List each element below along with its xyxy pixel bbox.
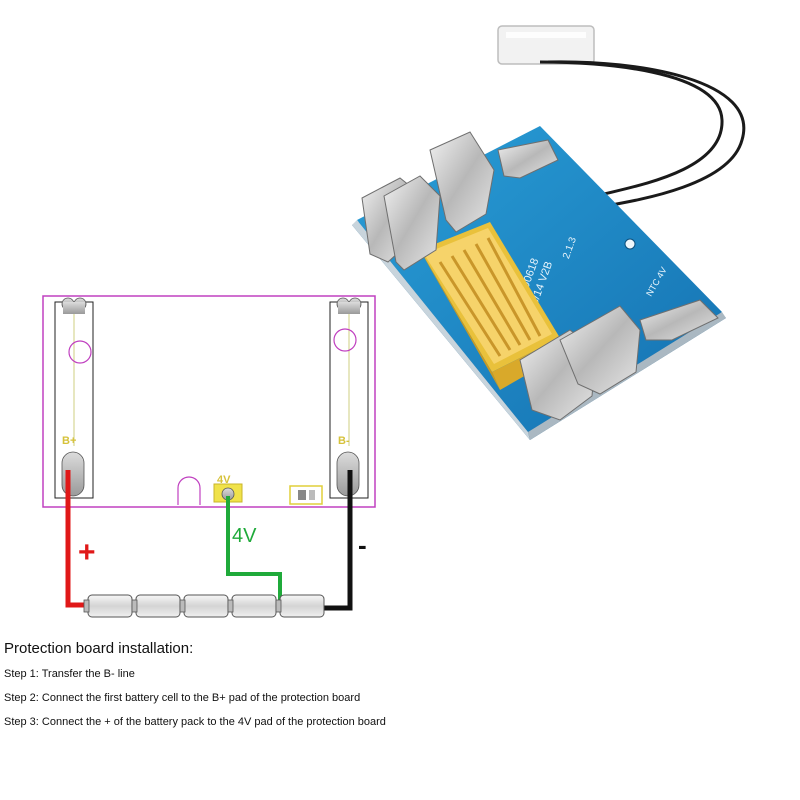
battery-cell [227,594,277,618]
instructions-heading: Protection board installation: [4,640,194,657]
battery-cell [179,594,229,618]
pad-strip-right: B- [329,297,369,499]
notch-outline [177,476,201,505]
ntc-pad [289,485,323,505]
battery-cell [275,594,325,618]
battery-pack [83,594,325,618]
instruction-step-1: Step 1: Transfer the B- line [4,668,135,680]
terminal-group-left [361,131,559,271]
mounting-hole-left [68,340,92,364]
wire-4v-label: 4V [232,525,257,547]
wires [65,470,353,611]
label-4v-pad: 4V [217,474,231,486]
product-photo: BL18/14 V2B 20190618 2.1.3 NTC 4V [352,25,746,440]
pad-4v-group: 4V [213,474,243,503]
schematic-board: B+ B- 4V [42,295,376,508]
terminal-group-right [519,299,719,421]
battery-cell [131,594,181,618]
wire-4v [226,496,282,605]
wire-minus-label: - [358,530,367,560]
pcb-board: BL18/14 V2B 20190618 2.1.3 NTC 4V [352,126,726,440]
pad-strip-left: B+ [54,297,94,499]
pad-b-plus [61,451,85,497]
board-outline [42,295,376,508]
instruction-step-2: Step 2: Connect the first battery cell t… [4,692,361,704]
instruction-step-3: Step 3: Connect the + of the battery pac… [4,716,386,728]
label-b-plus: B+ [62,435,76,447]
connector-plug [497,25,595,65]
battery-cell [83,594,133,618]
mounting-hole-right [333,328,357,352]
wire-b-minus [322,470,353,611]
wire-plus-label: + [78,536,96,569]
label-b-minus: B- [338,435,350,447]
